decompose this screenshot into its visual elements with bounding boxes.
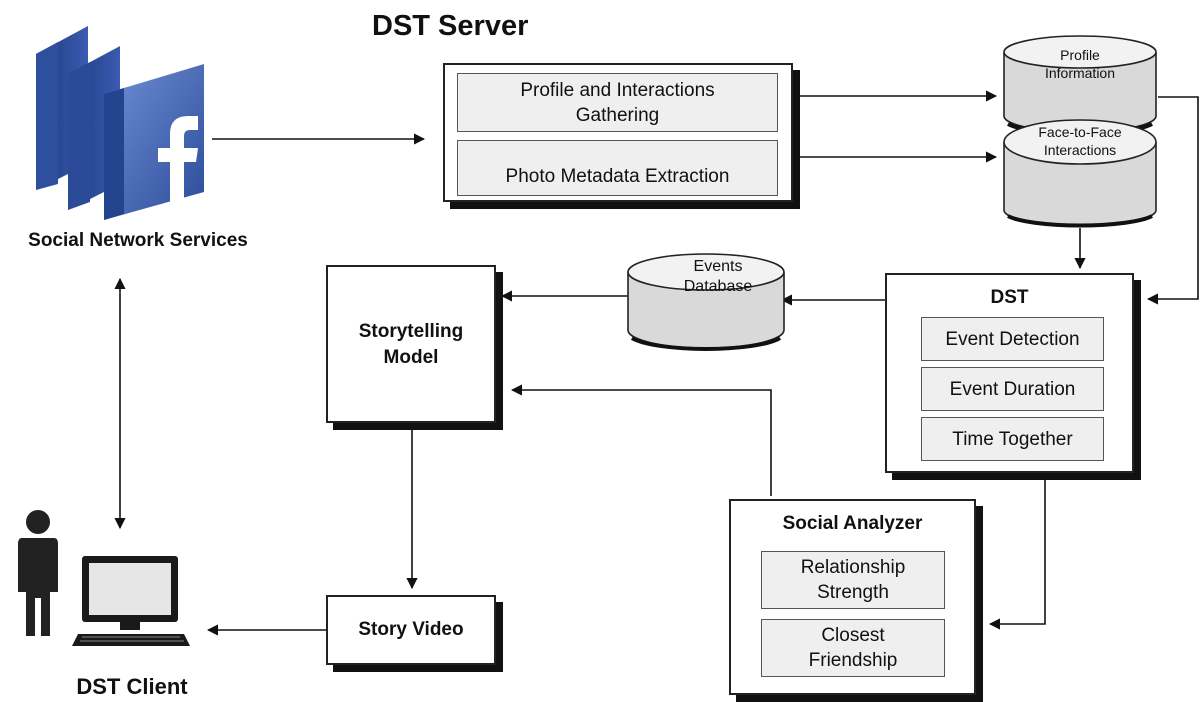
profile-gathering-line2: Gathering	[575, 104, 660, 126]
event-duration-module: Event Duration	[921, 367, 1104, 411]
arrow-dst-to-social	[988, 480, 1046, 630]
story-video-label: Story Video	[358, 619, 464, 640]
server-box: Profile and Interactions Gathering Photo…	[443, 63, 793, 202]
story-video-box: Story Video	[326, 595, 496, 665]
sns-label: Social Network Services	[28, 230, 248, 251]
dst-title: DST	[990, 287, 1029, 308]
face-db-icon	[1003, 119, 1157, 228]
dst-box: DST Event Detection Event Duration Time …	[885, 273, 1134, 473]
arrow-social-to-storytelling	[510, 384, 772, 496]
profile-gathering-line1: Profile and Interactions	[520, 79, 715, 101]
time-together-module: Time Together	[921, 417, 1104, 461]
events-db-icon	[627, 253, 785, 351]
facebook-logo-icon	[36, 26, 204, 220]
photo-metadata-module: Photo Metadata Extraction	[457, 140, 778, 196]
profile-gathering-module: Profile and Interactions Gathering	[457, 73, 778, 132]
user-at-computer-icon	[18, 510, 190, 646]
event-detection-module: Event Detection	[921, 317, 1104, 361]
arrow-profile-db-to-dst	[1146, 96, 1199, 305]
server-title: DST Server	[372, 10, 529, 42]
client-label: DST Client	[76, 674, 188, 699]
social-analyzer-title: Social Analyzer	[782, 513, 923, 534]
photo-metadata-label: Photo Metadata Extraction	[505, 166, 730, 187]
